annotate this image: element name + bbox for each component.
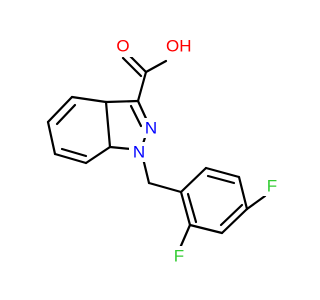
nitrogen-n2-label: N	[145, 119, 157, 138]
bond-c3-ccooh	[136, 70, 148, 103]
bond-ch2-c1p	[147, 181, 183, 194]
bond-c-oh	[144, 59, 168, 74]
bond-c-o-double-b	[121, 56, 143, 78]
hydroxyl-label: OH	[166, 37, 192, 56]
bond-c5p-c6p-a	[204, 166, 241, 179]
bond-c4-c5-b	[55, 103, 77, 126]
bond-c5p-c6p-b	[206, 174, 236, 185]
molecule-structure: O OH N N F F	[46, 35, 281, 266]
bond-c3a-c7a	[104, 100, 112, 149]
atom-labels: O OH N N F F	[113, 35, 281, 266]
bond-c4p-f	[245, 194, 267, 211]
fluorine-ortho-label: F	[174, 247, 184, 266]
bond-c5-c6	[46, 120, 57, 156]
bond-c3-c3a	[104, 99, 140, 104]
bond-c1p-c2p-b	[186, 192, 198, 224]
bond-c3a-c4	[70, 95, 108, 104]
fluorine-para-label: F	[267, 177, 277, 196]
bond-c1p-c2p-a	[179, 190, 192, 227]
bond-c6-c7-b	[60, 147, 88, 158]
bond-c6-c7-a	[53, 152, 88, 165]
bond-c3-n2-b	[129, 104, 143, 128]
bonds	[46, 52, 267, 250]
bond-c7-c7a	[84, 145, 112, 165]
bond-c3p-c4p-b	[219, 203, 244, 227]
nitrogen-n1-label: N	[133, 143, 145, 162]
bond-c2p-f	[178, 223, 192, 250]
oxygen-carbonyl-label: O	[116, 37, 129, 56]
bond-c4p-c5p	[237, 175, 249, 211]
bond-c3p-c4p-a	[220, 207, 249, 235]
bond-c4-c5-a	[46, 95, 74, 124]
bond-c2p-c3p	[188, 223, 224, 235]
bond-c6p-c1p	[179, 166, 208, 194]
